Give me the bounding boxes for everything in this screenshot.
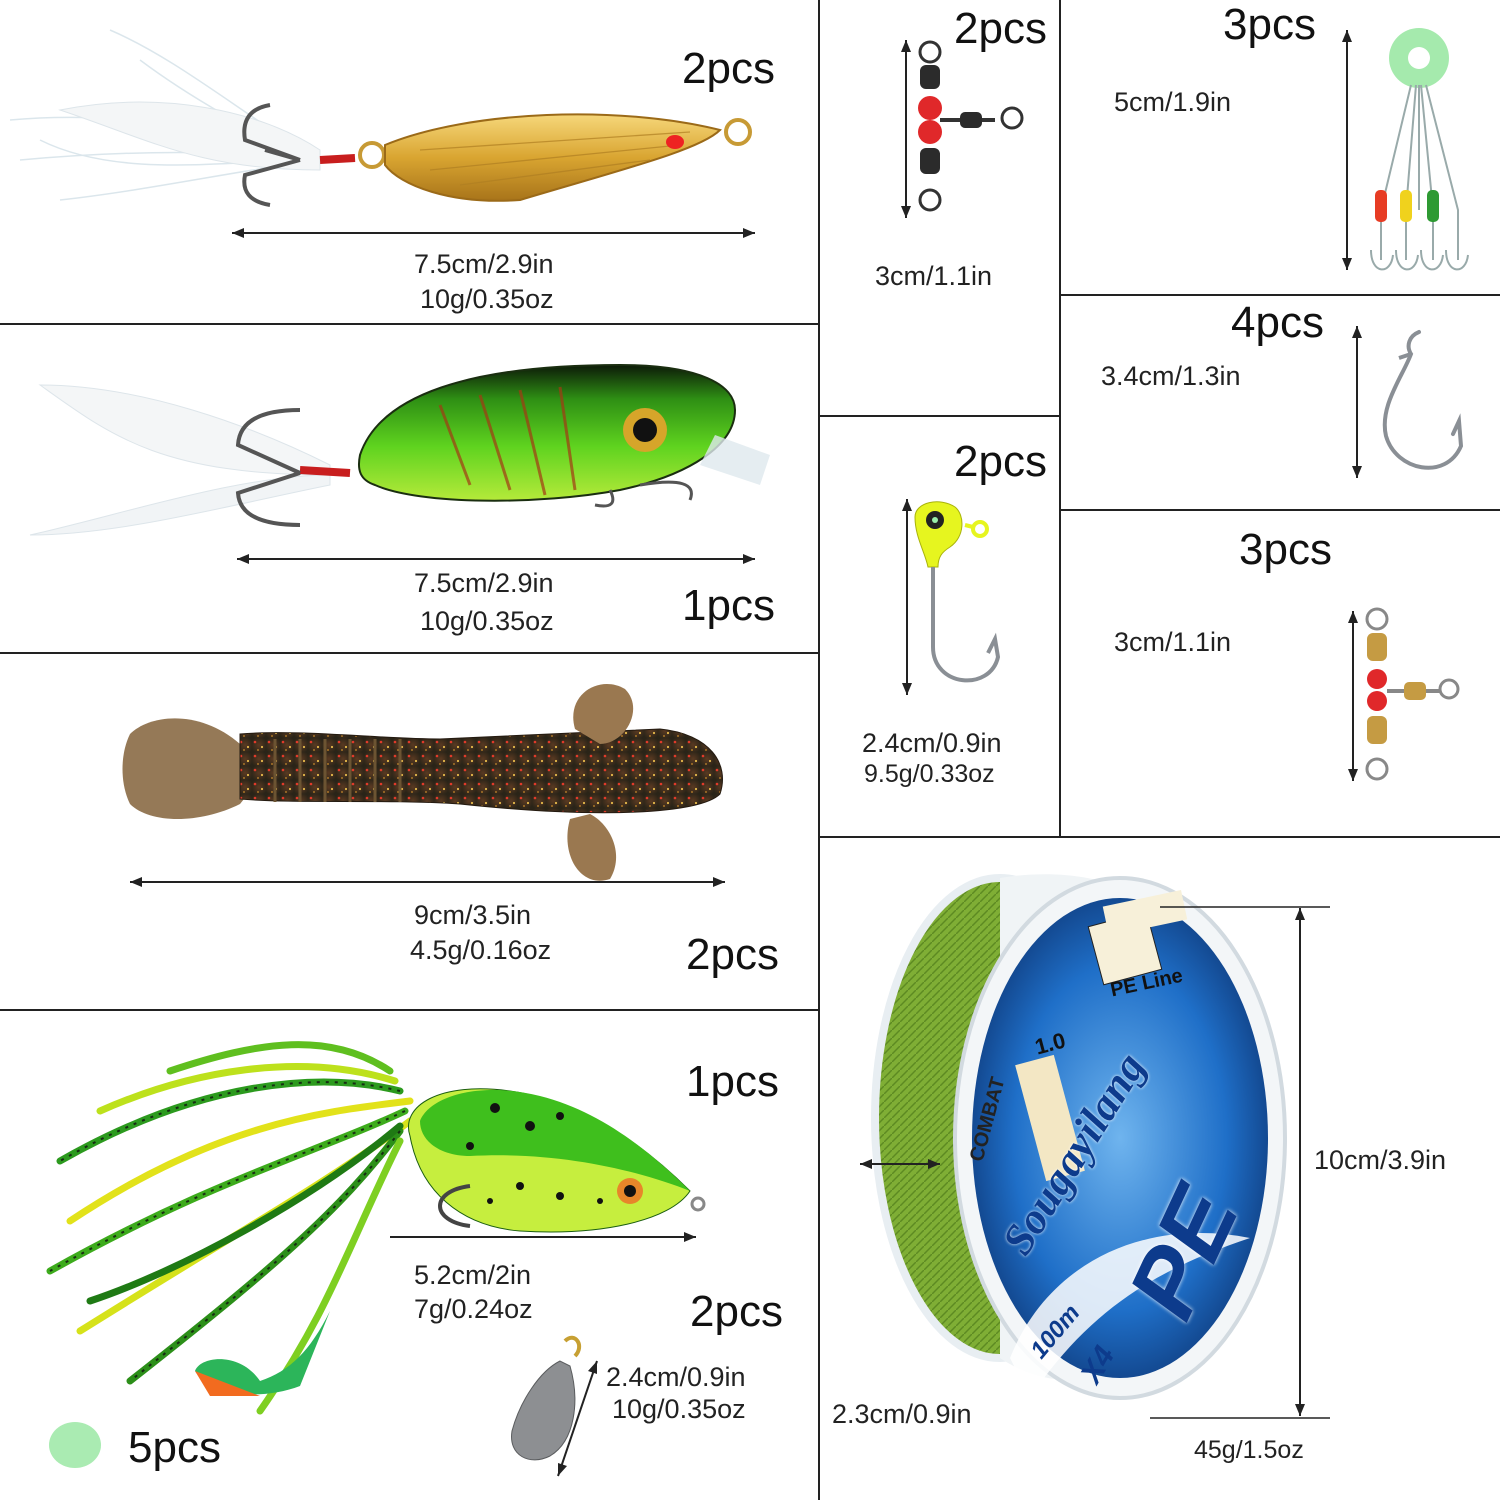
soft-bait-image <box>122 683 725 887</box>
bobber-stopper-count: 3pcs <box>1223 0 1316 49</box>
pe-line-image <box>860 874 1330 1419</box>
sinker-size: 2.4cm/0.9in <box>606 1362 746 1392</box>
sinker-count: 2pcs <box>690 1287 783 1336</box>
soft-bait-size: 9cm/3.5in <box>414 900 532 930</box>
frog-lure-panel: 1pcs 5.2cm/2in 7g/0.24oz 2pcs 2.4cm/0.9i… <box>0 1011 818 1500</box>
worm-hook-panel: 4pcs 3.4cm/1.3in <box>1061 296 1500 509</box>
divider-vertical-main <box>818 0 820 1500</box>
spoon-lure-image <box>9 29 755 238</box>
frog-lure-weight: 7g/0.24oz <box>414 1294 533 1324</box>
soft-bait-panel: 2pcs 9cm/3.5in 4.5g/0.16oz <box>0 654 818 1009</box>
soft-bait-weight: 4.5g/0.16oz <box>410 935 552 965</box>
spoon-lure-panel: 2pcs 7.5cm/2.9in 10g/0.35oz <box>0 0 818 323</box>
crank-bait-count: 1pcs <box>682 581 775 630</box>
beads-count: 5pcs <box>128 1423 221 1472</box>
three-way-swivel-panel: 3pcs 3cm/1.1in <box>1061 511 1500 836</box>
swivel-small-image <box>901 40 1024 218</box>
jig-head-size: 2.4cm/0.9in <box>862 728 1002 758</box>
jig-head-weight: 9.5g/0.33oz <box>864 760 995 788</box>
jig-head-image <box>902 499 1001 695</box>
divider-left-1 <box>0 323 818 325</box>
swivel-small-panel: 2pcs 3cm/1.1in <box>820 0 1059 415</box>
spoon-lure-size: 7.5cm/2.9in <box>414 249 554 279</box>
worm-hook-count: 4pcs <box>1231 298 1324 347</box>
divider-left-3 <box>0 1009 818 1011</box>
swivel-small-count: 2pcs <box>954 4 1047 53</box>
bobber-stopper-panel: 3pcs 5cm/1.9in <box>1061 0 1500 294</box>
soft-bait-count: 2pcs <box>686 930 779 979</box>
pe-line-width-size: 2.3cm/0.9in <box>832 1399 972 1429</box>
divider-right-1 <box>1061 294 1500 296</box>
pe-line-length-size: 10cm/3.9in <box>1314 1145 1447 1175</box>
spoon-lure-count: 2pcs <box>682 44 775 93</box>
frog-lure-image <box>46 1041 706 1477</box>
bobber-stopper-size: 5cm/1.9in <box>1114 87 1232 117</box>
three-way-swivel-image <box>1348 607 1460 781</box>
divider-mid <box>820 415 1060 417</box>
sinker-weight: 10g/0.35oz <box>612 1394 746 1424</box>
pe-line-panel: PE Line 1.0 COMBAT Sougayilang PE 100m X… <box>820 838 1500 1500</box>
crank-bait-image <box>29 363 770 564</box>
frog-lure-count: 1pcs <box>686 1057 779 1106</box>
jig-head-panel: 2pcs 2.4cm/0.9in 9.5g/0.33oz <box>820 417 1059 836</box>
crank-bait-weight: 10g/0.35oz <box>420 606 554 636</box>
three-way-swivel-size: 3cm/1.1in <box>1114 627 1232 657</box>
worm-hook-size: 3.4cm/1.3in <box>1101 361 1241 391</box>
swivel-small-size: 3cm/1.1in <box>875 261 993 291</box>
jig-head-count: 2pcs <box>954 437 1047 486</box>
frog-lure-size: 5.2cm/2in <box>414 1260 532 1290</box>
bobber-stopper-image <box>1342 28 1469 271</box>
worm-hook-image <box>1352 326 1464 478</box>
divider-vertical-right <box>1059 0 1061 838</box>
pe-line-weight: 45g/1.5oz <box>1194 1436 1304 1464</box>
three-way-swivel-count: 3pcs <box>1239 525 1332 574</box>
divider-right-2 <box>1061 509 1500 511</box>
crank-bait-size: 7.5cm/2.9in <box>414 568 554 598</box>
divider-left-2 <box>0 652 818 654</box>
spoon-lure-weight: 10g/0.35oz <box>420 284 554 314</box>
divider-bottom-right <box>820 836 1500 838</box>
crank-bait-panel: 1pcs 7.5cm/2.9in 10g/0.35oz <box>0 325 818 652</box>
